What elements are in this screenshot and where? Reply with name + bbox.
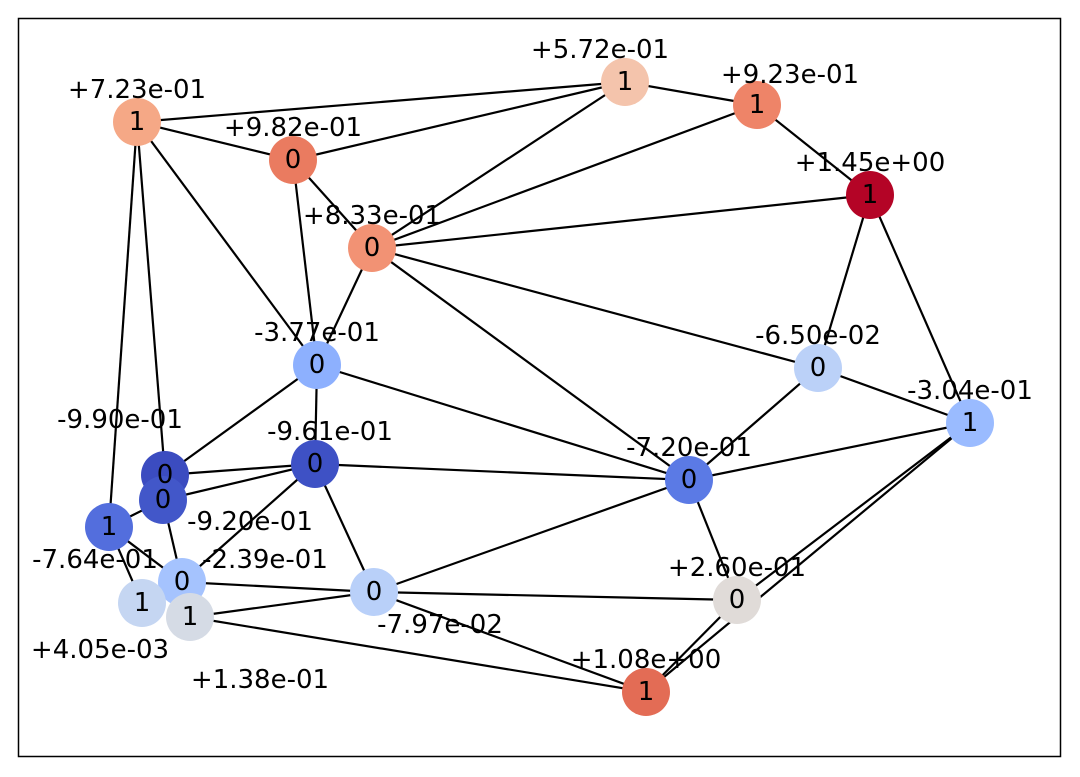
graph-node: [118, 579, 166, 627]
node-class-label: 0: [366, 577, 383, 607]
labels-layer: +7.23e-011+9.82e-010+5.72e-011+9.23e-011…: [31, 35, 1033, 707]
node-value-label: +9.82e-01: [224, 113, 362, 143]
node-value-label: +1.08e+00: [571, 645, 722, 675]
graph-node: [139, 476, 187, 524]
node-class-label: 0: [155, 485, 172, 515]
node-value-label: -9.61e-01: [267, 417, 393, 447]
node-value-label: +1.38e-01: [191, 665, 329, 695]
graph-edge: [756, 104, 871, 196]
graph-node: [113, 98, 161, 146]
node-value-label: +1.45e+00: [795, 148, 946, 178]
graph-edge: [688, 367, 819, 481]
graph-node: [348, 224, 396, 272]
graph-node: [622, 668, 670, 716]
node-class-label: 1: [134, 588, 151, 618]
graph-edge: [371, 193, 871, 250]
graph-edge: [371, 247, 690, 481]
node-value-label: -7.64e-01: [32, 545, 158, 575]
node-class-label: 0: [681, 465, 698, 495]
node-class-label: 1: [962, 408, 979, 438]
graph-edge: [371, 246, 819, 370]
graph-edge: [136, 80, 626, 124]
graph-edge: [189, 590, 375, 619]
graph-edge: [645, 422, 971, 693]
graph-edge: [135, 121, 167, 476]
node-class-label: 1: [617, 67, 634, 97]
node-class-label: 0: [285, 145, 302, 175]
node-class-label: 0: [157, 460, 174, 490]
node-value-label: +5.72e-01: [531, 35, 669, 65]
graph-edge: [164, 364, 318, 476]
graph-node: [291, 440, 339, 488]
graph-edge: [817, 366, 971, 425]
graph-node: [601, 58, 649, 106]
node-value-label: -3.77e-01: [254, 318, 380, 348]
graph-edge: [136, 120, 294, 162]
node-class-label: 1: [101, 512, 118, 542]
graph-edge: [162, 462, 316, 502]
edges-layer: [107, 80, 972, 694]
node-class-label: 1: [182, 602, 199, 632]
graph-node: [293, 341, 341, 389]
graph-edge: [189, 615, 647, 694]
node-value-label: +7.23e-01: [68, 75, 206, 105]
node-class-label: 0: [307, 449, 324, 479]
node-class-label: 0: [364, 233, 381, 263]
node-class-label: 1: [862, 180, 879, 210]
plot-frame: [17, 17, 1062, 758]
graph-edge: [314, 462, 690, 482]
graph-edge: [136, 121, 318, 366]
node-value-label: -6.50e-02: [755, 321, 881, 351]
graph-node: [85, 503, 133, 551]
graph-edge: [373, 478, 690, 594]
graph-node: [713, 576, 761, 624]
node-value-label: -7.20e-01: [626, 433, 752, 463]
graph-edge: [371, 81, 626, 249]
graph-edge: [373, 590, 647, 694]
node-class-label: 0: [174, 567, 191, 597]
node-value-label: -9.90e-01: [57, 405, 183, 435]
graph-edge: [316, 363, 690, 482]
node-class-label: 1: [749, 90, 766, 120]
graph-node: [269, 136, 317, 184]
graph-edge: [688, 421, 971, 482]
node-class-label: 0: [810, 353, 827, 383]
node-value-label: -3.04e-01: [907, 376, 1033, 406]
graph-edge: [736, 422, 971, 601]
node-value-label: +2.60e-01: [668, 553, 806, 583]
graph-edge: [868, 194, 972, 424]
node-class-label: 1: [129, 107, 146, 137]
graph-edge: [816, 194, 872, 369]
graph-edge: [181, 580, 375, 594]
node-value-label: -2.39e-01: [202, 545, 328, 575]
node-class-label: 1: [638, 677, 655, 707]
graph-node: [665, 456, 713, 504]
graph-edge: [107, 121, 139, 528]
node-value-label: -9.20e-01: [187, 507, 313, 537]
graph-node: [350, 568, 398, 616]
node-value-label: +9.23e-01: [721, 60, 859, 90]
graph-edge: [373, 590, 738, 602]
node-value-label: +8.33e-01: [303, 201, 441, 231]
graph-node: [794, 344, 842, 392]
graph-edge: [292, 80, 626, 162]
graph-edge: [291, 159, 319, 366]
node-class-label: 0: [729, 585, 746, 615]
graph-node: [846, 171, 894, 219]
graph-node: [166, 593, 214, 641]
graph-edge: [371, 103, 758, 250]
node-value-label: +4.05e-03: [31, 635, 169, 665]
nodes-layer: [85, 58, 994, 716]
graph-edge: [164, 462, 316, 477]
node-class-label: 0: [309, 350, 326, 380]
graph-edge: [181, 463, 316, 583]
node-value-label: -7.97e-02: [377, 610, 503, 640]
graph-node: [733, 81, 781, 129]
graph-node: [946, 399, 994, 447]
